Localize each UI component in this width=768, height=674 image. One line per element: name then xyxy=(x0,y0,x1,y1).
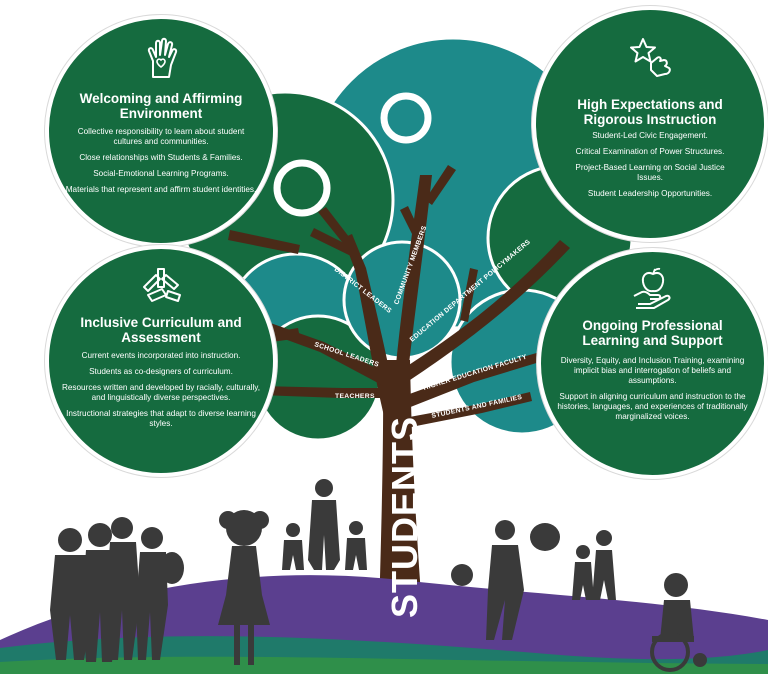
list-item: Student Leadership Opportunities. xyxy=(587,189,713,198)
list-item: Instructional strategies that adapt to d… xyxy=(66,409,256,428)
hands-together-icon xyxy=(143,268,181,302)
apple-hand-icon xyxy=(633,267,670,309)
hand-heart-icon xyxy=(147,37,178,78)
branch-label-teachers: TEACHERS xyxy=(335,393,375,400)
circle-list: Diversity, Equity, and Inclusion Trainin… xyxy=(553,356,752,428)
list-item: Support in aligning curriculum and instr… xyxy=(557,392,748,421)
star-hand-icon xyxy=(630,38,671,77)
list-item: Social-Emotional Learning Programs. xyxy=(93,169,229,178)
circle-title: Ongoing Professional Learning and Suppor… xyxy=(582,318,723,348)
circle-list: Collective responsibility to learn about… xyxy=(63,127,259,201)
canopy-ring-left xyxy=(273,159,331,217)
list-item: Project-Based Learning on Social Justice… xyxy=(575,163,725,182)
list-item: Students as co-designers of curriculum. xyxy=(89,367,233,376)
circle-professional-learning: Ongoing Professional Learning and Suppor… xyxy=(537,248,768,479)
circle-list: Current events incorporated into instruc… xyxy=(61,351,261,435)
list-item: Resources written and developed by racia… xyxy=(61,383,261,402)
list-item: Materials that represent and affirm stud… xyxy=(65,185,257,194)
list-item: Current events incorporated into instruc… xyxy=(81,351,241,360)
people-silhouettes xyxy=(50,479,707,672)
hill-green xyxy=(0,656,768,674)
list-item: Student-Led Civic Engagement. xyxy=(592,131,708,140)
circle-high-expectations: High Expectations and Rigorous Instructi… xyxy=(532,6,768,242)
circle-title: High Expectations and Rigorous Instructi… xyxy=(577,97,723,127)
list-item: Critical Examination of Power Structures… xyxy=(575,147,725,156)
list-item: Close relationships with Students & Fami… xyxy=(79,153,243,162)
circle-list: Student-Led Civic Engagement. Critical E… xyxy=(566,131,734,205)
circle-title: Welcoming and Affirming Environment xyxy=(79,91,243,121)
circle-inclusive-curriculum: Inclusive Curriculum and Assessment Curr… xyxy=(45,245,277,477)
circle-title: Inclusive Curriculum and Assessment xyxy=(80,315,242,345)
list-item: Collective responsibility to learn about… xyxy=(77,127,245,146)
canopy-ring-center xyxy=(380,92,432,144)
trunk-label: STUDENTS xyxy=(384,416,425,618)
circle-welcoming-environment: Welcoming and Affirming Environment Coll… xyxy=(45,15,277,247)
list-item: Diversity, Equity, and Inclusion Trainin… xyxy=(560,356,745,385)
